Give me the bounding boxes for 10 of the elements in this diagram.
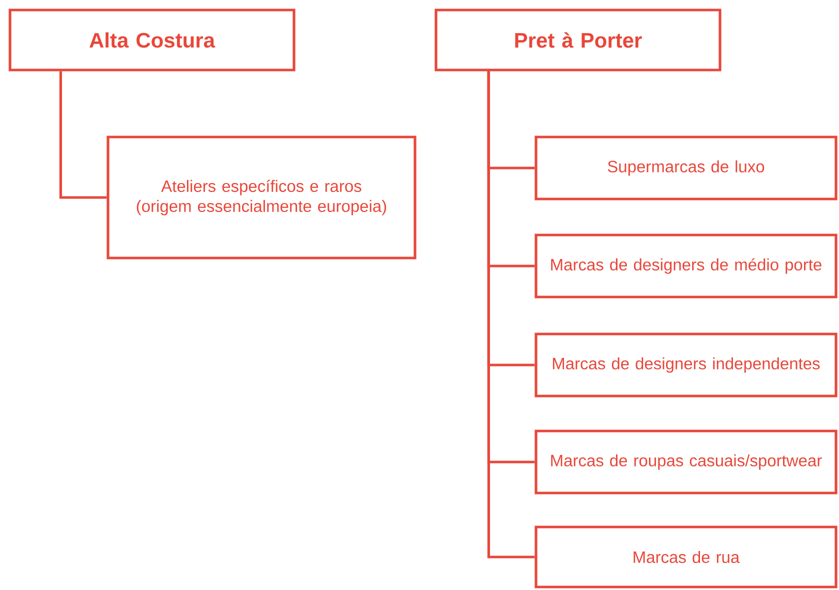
heading-box: Alta Costura bbox=[8, 8, 296, 72]
category-box: Marcas de rua bbox=[534, 526, 838, 588]
category-box: Ateliers específicos e raros (origem essencialmente europeia) bbox=[106, 136, 416, 260]
category-box: Marcas de roupas casuais/sportwear bbox=[534, 430, 838, 494]
category-box: Supermarcas de luxo bbox=[534, 136, 838, 200]
connector-line bbox=[487, 71, 535, 558]
category-box: Marcas de designers de médio porte bbox=[534, 234, 838, 298]
heading-box: Pret à Porter bbox=[434, 8, 722, 72]
connector-line bbox=[59, 71, 107, 199]
category-box: Marcas de designers independentes bbox=[534, 332, 838, 398]
